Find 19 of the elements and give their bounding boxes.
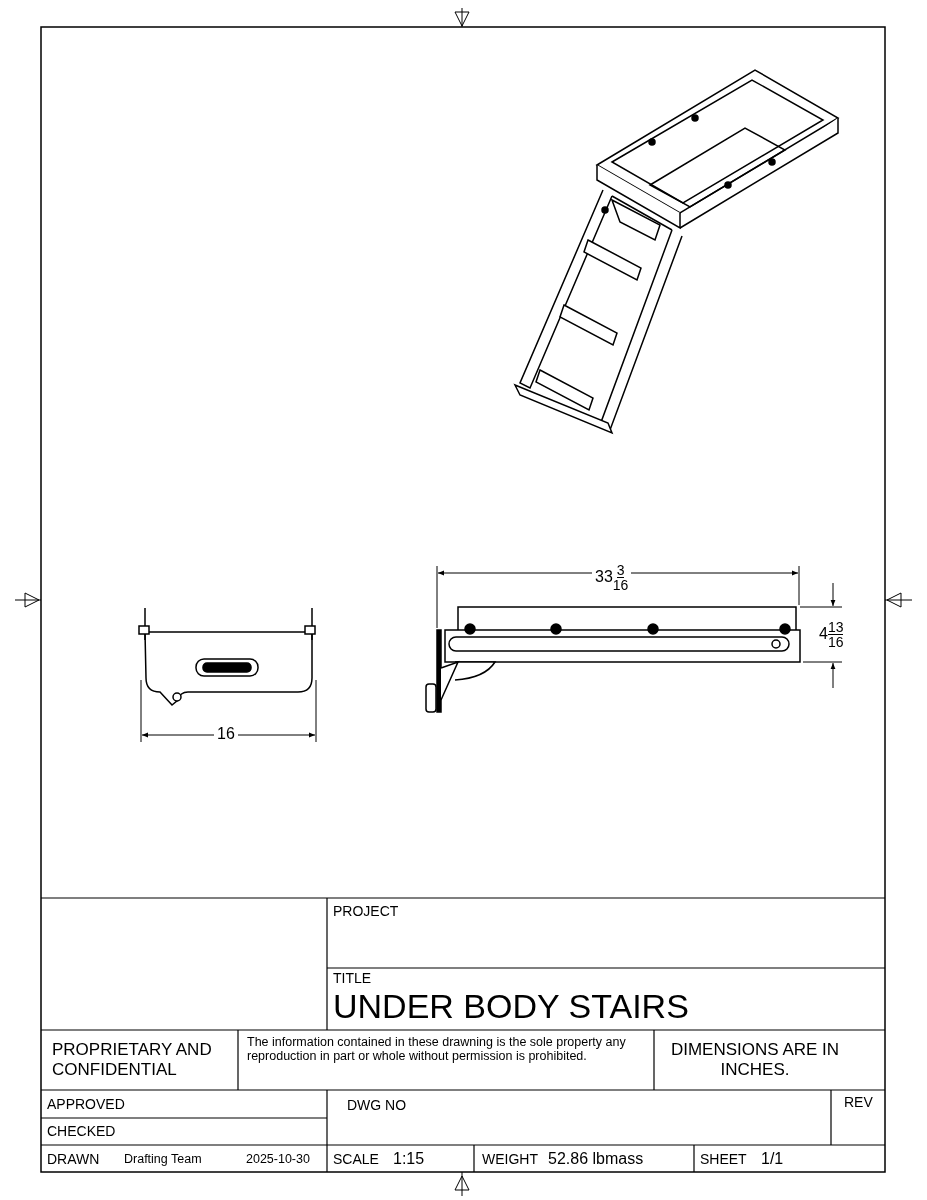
scale-value: 1:15 bbox=[393, 1150, 425, 1169]
field-label: CHECKED bbox=[47, 1123, 116, 1140]
field-label: TITLE bbox=[333, 970, 372, 987]
field-label: REV bbox=[844, 1094, 873, 1111]
drawn-date: 2025-10-30 bbox=[246, 1152, 310, 1167]
drawing-title: UNDER BODY STAIRS bbox=[333, 987, 689, 1027]
sheet-value: 1/1 bbox=[761, 1150, 784, 1169]
proprietary-notice: PROPRIETARY AND CONFIDENTIAL bbox=[52, 1040, 213, 1080]
field-label: DRAWN bbox=[47, 1151, 100, 1168]
confidentiality-statement: The information contained in these drawning is the sole property any reproduction in part or whole without permission is prohibited. bbox=[247, 1035, 627, 1064]
weight-value: 52.86 lbmass bbox=[548, 1150, 644, 1169]
units-note: DIMENSIONS ARE IN INCHES. bbox=[670, 1040, 840, 1080]
field-label: PROJECT bbox=[333, 903, 399, 920]
field-label: APPROVED bbox=[47, 1096, 125, 1113]
field-label: SCALE bbox=[333, 1151, 379, 1168]
field-label: DWG NO bbox=[347, 1097, 407, 1114]
drafter-name: Drafting Team bbox=[124, 1152, 202, 1167]
field-label: WEIGHT bbox=[482, 1151, 538, 1168]
field-label: SHEET bbox=[700, 1151, 747, 1168]
